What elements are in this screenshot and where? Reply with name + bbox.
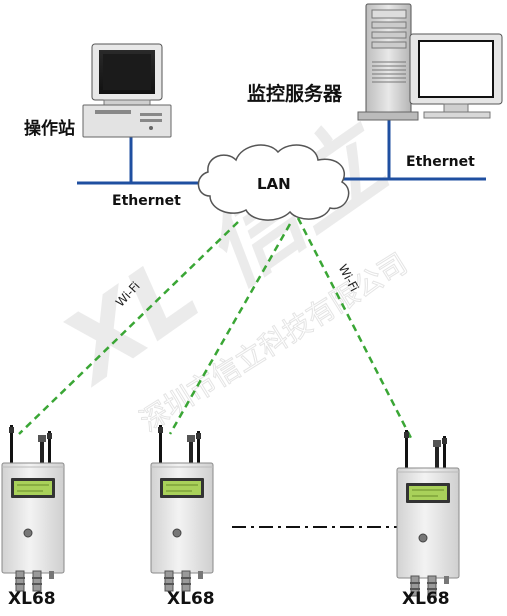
xl68-device-center	[150, 424, 214, 592]
ethernet-label-right: Ethernet	[406, 154, 475, 170]
operator-station-label: 操作站	[24, 119, 75, 139]
wifi-link-left	[18, 221, 239, 435]
monitor-server-icon	[357, 3, 503, 121]
device-label-center: XL68	[167, 589, 215, 609]
wifi-link-right	[296, 217, 414, 441]
monitor-server-label: 监控服务器	[247, 83, 343, 105]
device-label-left: XL68	[8, 589, 56, 609]
device-label-right: XL68	[402, 589, 450, 609]
operator-station-icon	[82, 43, 172, 138]
wifi-link-center	[168, 223, 292, 435]
watermark: XL 信立 深圳市信立科技有限公司	[40, 100, 414, 438]
lan-cloud	[197, 144, 350, 221]
lan-label: LAN	[257, 175, 291, 193]
ethernet-label-left: Ethernet	[112, 193, 181, 209]
xl68-device-left	[1, 424, 65, 592]
xl68-device-right	[396, 429, 460, 597]
